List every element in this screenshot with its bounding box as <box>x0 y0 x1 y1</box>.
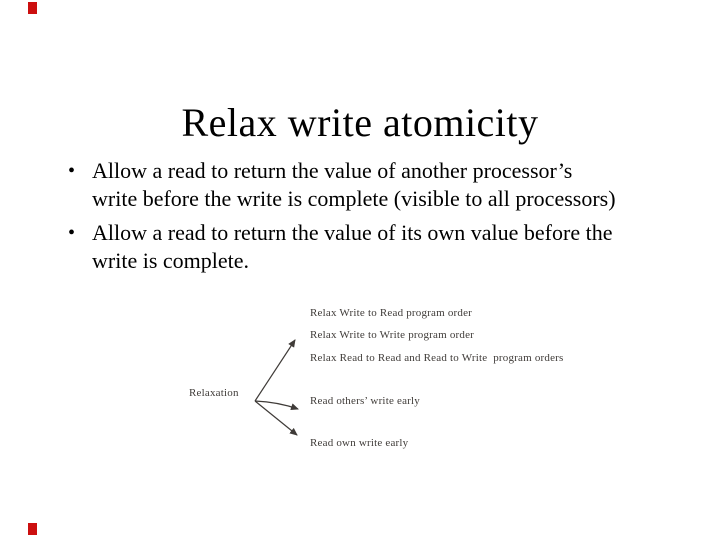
relaxation-arrows <box>254 339 299 436</box>
arrow-to-read-others-write-early <box>254 400 299 410</box>
corner-mark-top-left <box>28 2 37 14</box>
corner-mark-bottom-left <box>28 523 37 535</box>
bullet-dot: • <box>68 160 76 182</box>
diagram-label-relax-write-to-read: Relax Write to Read program order <box>310 307 473 319</box>
bullet-2-line-2: write is complete. <box>92 248 250 273</box>
bullet-1-line-1: Allow a read to return the value of anot… <box>92 158 573 183</box>
bullet-text-2: Allow a read to return the value of its … <box>92 219 612 275</box>
bullet-list: • Allow a read to return the value of an… <box>68 157 688 281</box>
bullet-text-1: Allow a read to return the value of anot… <box>92 157 616 213</box>
arrow-to-program-order-group <box>254 339 296 402</box>
diagram-label-relax-write-to-write: Relax Write to Write program order <box>310 329 475 341</box>
arrow-to-read-own-write-early <box>254 400 298 436</box>
diagram-label-read-others-write-early: Read others’ write early <box>310 395 420 407</box>
diagram-label-relax-read-to-read-write: Relax Read to Read and Read to Write pro… <box>310 352 564 364</box>
bullet-item-2: • Allow a read to return the value of it… <box>68 219 688 275</box>
bullet-2-line-1: Allow a read to return the value of its … <box>92 220 613 245</box>
diagram-root-label: Relaxation <box>189 387 239 399</box>
bullet-item-1: • Allow a read to return the value of an… <box>68 157 688 213</box>
bullet-1-line-2: write before the write is complete (visi… <box>92 186 616 211</box>
bullet-dot: • <box>68 222 76 244</box>
slide-title: Relax write atomicity <box>181 99 539 145</box>
diagram-label-read-own-write-early: Read own write early <box>310 437 409 449</box>
